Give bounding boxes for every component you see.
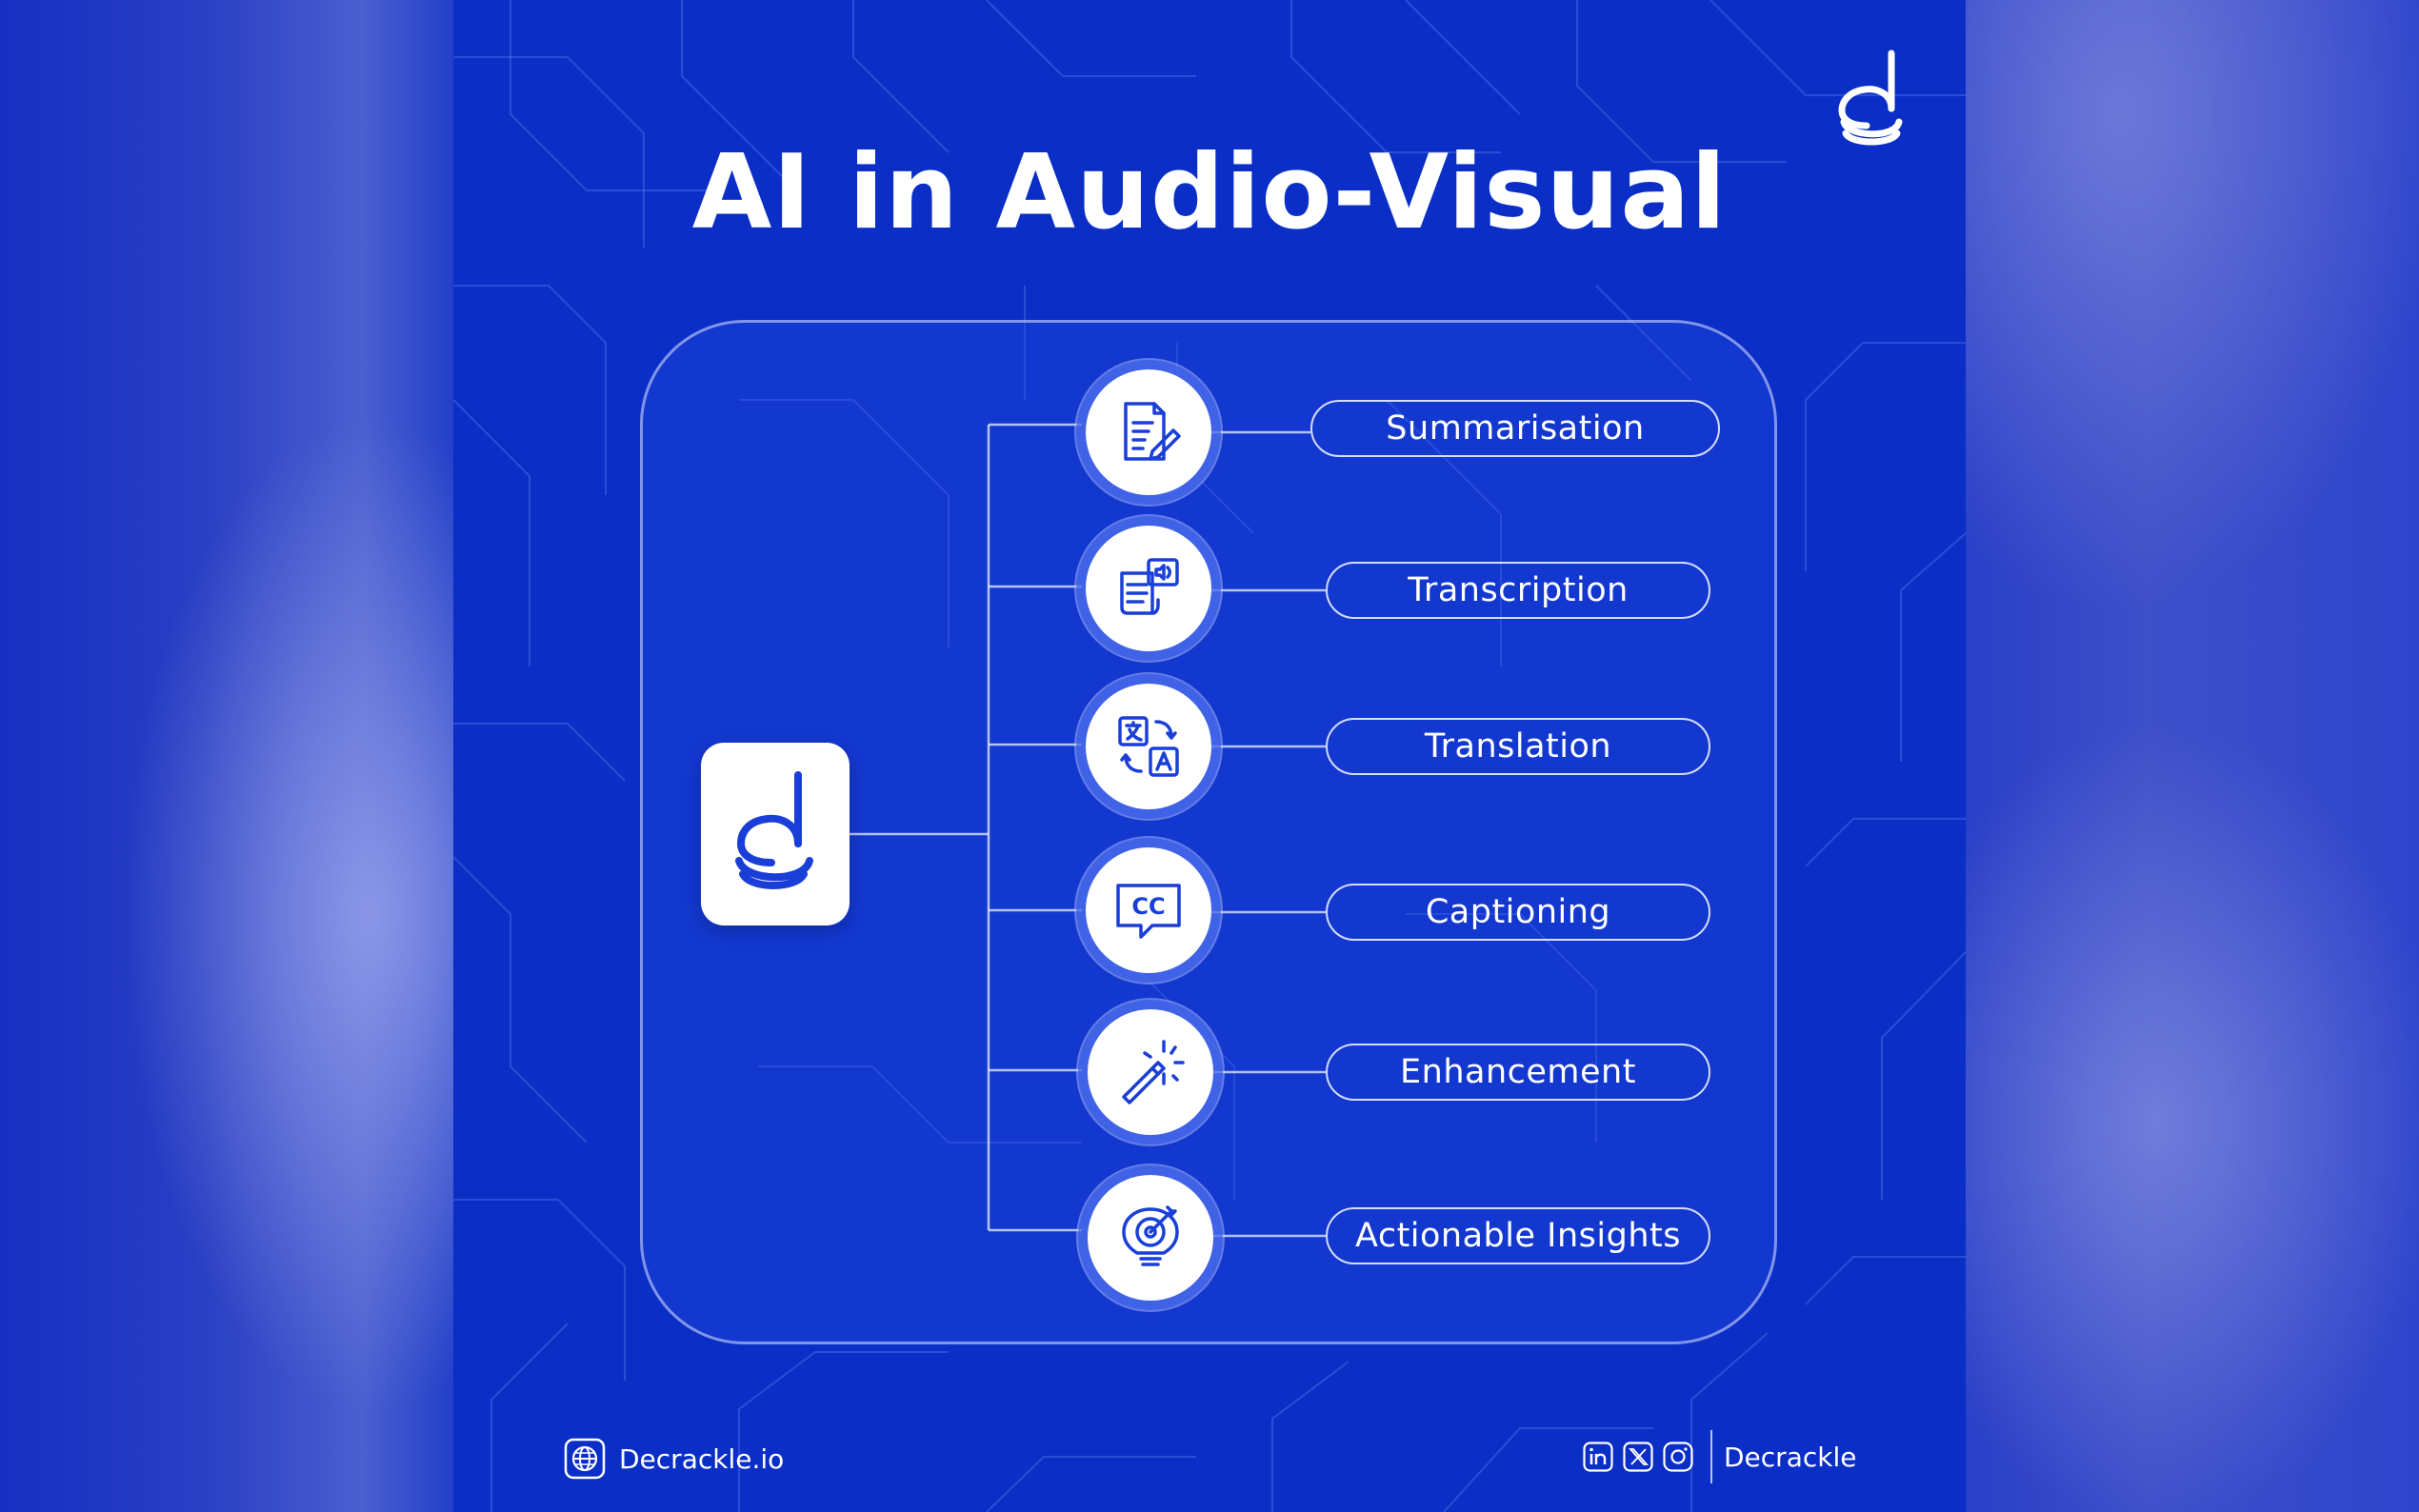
footer-website[interactable]: Decrackle.io — [564, 1438, 784, 1480]
x-twitter-icon[interactable] — [1623, 1442, 1653, 1472]
feature-node-translation — [1086, 684, 1211, 809]
footer-divider — [1710, 1430, 1712, 1483]
decrackle-logo-icon — [1838, 50, 1903, 146]
lightbulb-target-icon — [1122, 1205, 1179, 1266]
globe-icon — [564, 1438, 606, 1480]
magic-wand-icon — [1122, 1040, 1185, 1104]
feature-node-captioning: CC — [1086, 847, 1211, 973]
page-title: AI in Audio-Visual — [691, 133, 1728, 252]
feature-node-summarisation — [1086, 369, 1211, 495]
document-edit-icon — [1124, 402, 1181, 461]
feature-pill-summarisation: Summarisation — [1310, 400, 1720, 457]
right-blurred-background — [1966, 0, 2419, 1512]
audio-transcript-icon — [1120, 558, 1179, 615]
feature-pill-actionable-insights: Actionable Insights — [1326, 1207, 1710, 1264]
infographic-panel: AI in Audio-Visual — [453, 0, 1966, 1512]
feature-pill-translation: Translation — [1326, 718, 1710, 775]
language-translate-icon — [1118, 716, 1179, 777]
left-blurred-background — [0, 0, 453, 1512]
brand-name: Decrackle — [1724, 1441, 1857, 1473]
closed-caption-icon: CC — [1116, 884, 1181, 939]
geometric-background-pattern — [453, 0, 1966, 1512]
feature-pill-captioning: Captioning — [1326, 884, 1710, 941]
feature-pill-transcription: Transcription — [1326, 562, 1710, 619]
caption-glyph: CC — [1131, 893, 1165, 920]
instagram-icon[interactable] — [1663, 1442, 1693, 1472]
decrackle-app-icon — [701, 743, 850, 925]
website-link-text[interactable]: Decrackle.io — [619, 1442, 785, 1475]
linkedin-icon[interactable] — [1583, 1442, 1613, 1472]
feature-node-transcription — [1086, 526, 1211, 651]
feature-node-actionable-insights — [1088, 1175, 1213, 1301]
footer-social: Decrackle — [1583, 1430, 1856, 1483]
feature-pill-enhancement: Enhancement — [1326, 1044, 1710, 1101]
feature-node-enhancement — [1088, 1009, 1213, 1135]
